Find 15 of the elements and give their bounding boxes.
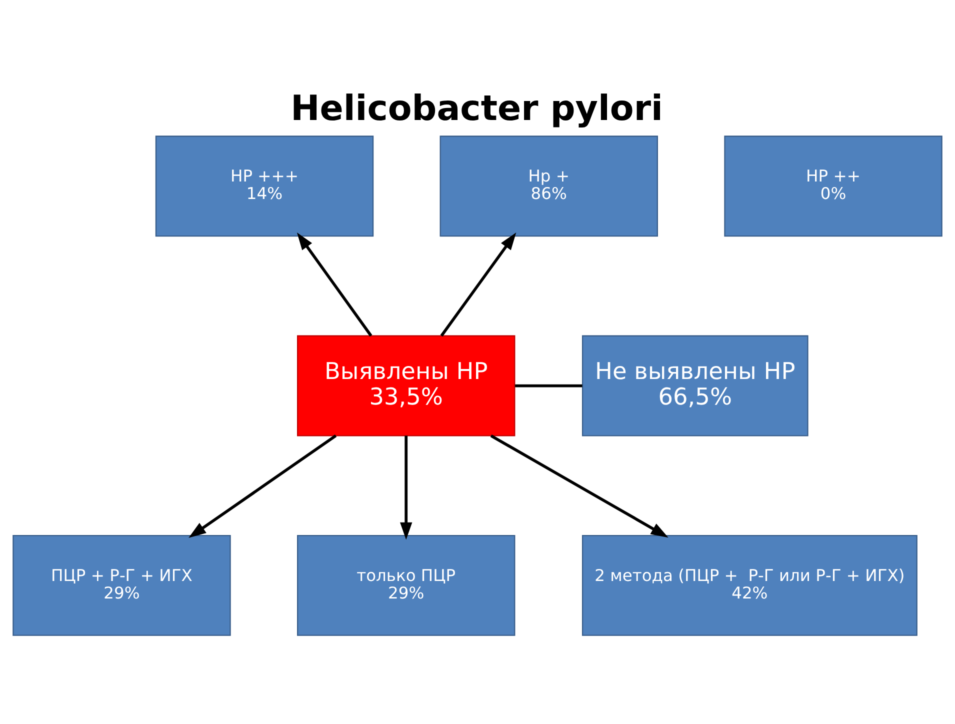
node-box: HP ++ 0% xyxy=(724,136,942,237)
arrow xyxy=(188,434,337,538)
node-box: ПЦР + Р-Г + ИГХ 29% xyxy=(12,534,231,636)
node-box: Выявлены HP 33,5% xyxy=(297,335,516,436)
connector xyxy=(515,384,582,388)
node-box: 2 метода (ПЦР + Р-Г или Р-Г + ИГХ) 42% xyxy=(582,534,918,636)
arrow xyxy=(490,434,668,538)
node-box: только ПЦР 29% xyxy=(297,534,516,636)
diagram-title: Helicobacter pylori xyxy=(290,88,663,129)
node-box: HP +++ 14% xyxy=(155,136,374,237)
node-box: Не выявлены HP 66,5% xyxy=(582,335,808,436)
node-box: Hp + 86% xyxy=(440,136,658,237)
arrow xyxy=(296,232,372,337)
arrow xyxy=(440,232,516,337)
arrow xyxy=(400,436,412,540)
